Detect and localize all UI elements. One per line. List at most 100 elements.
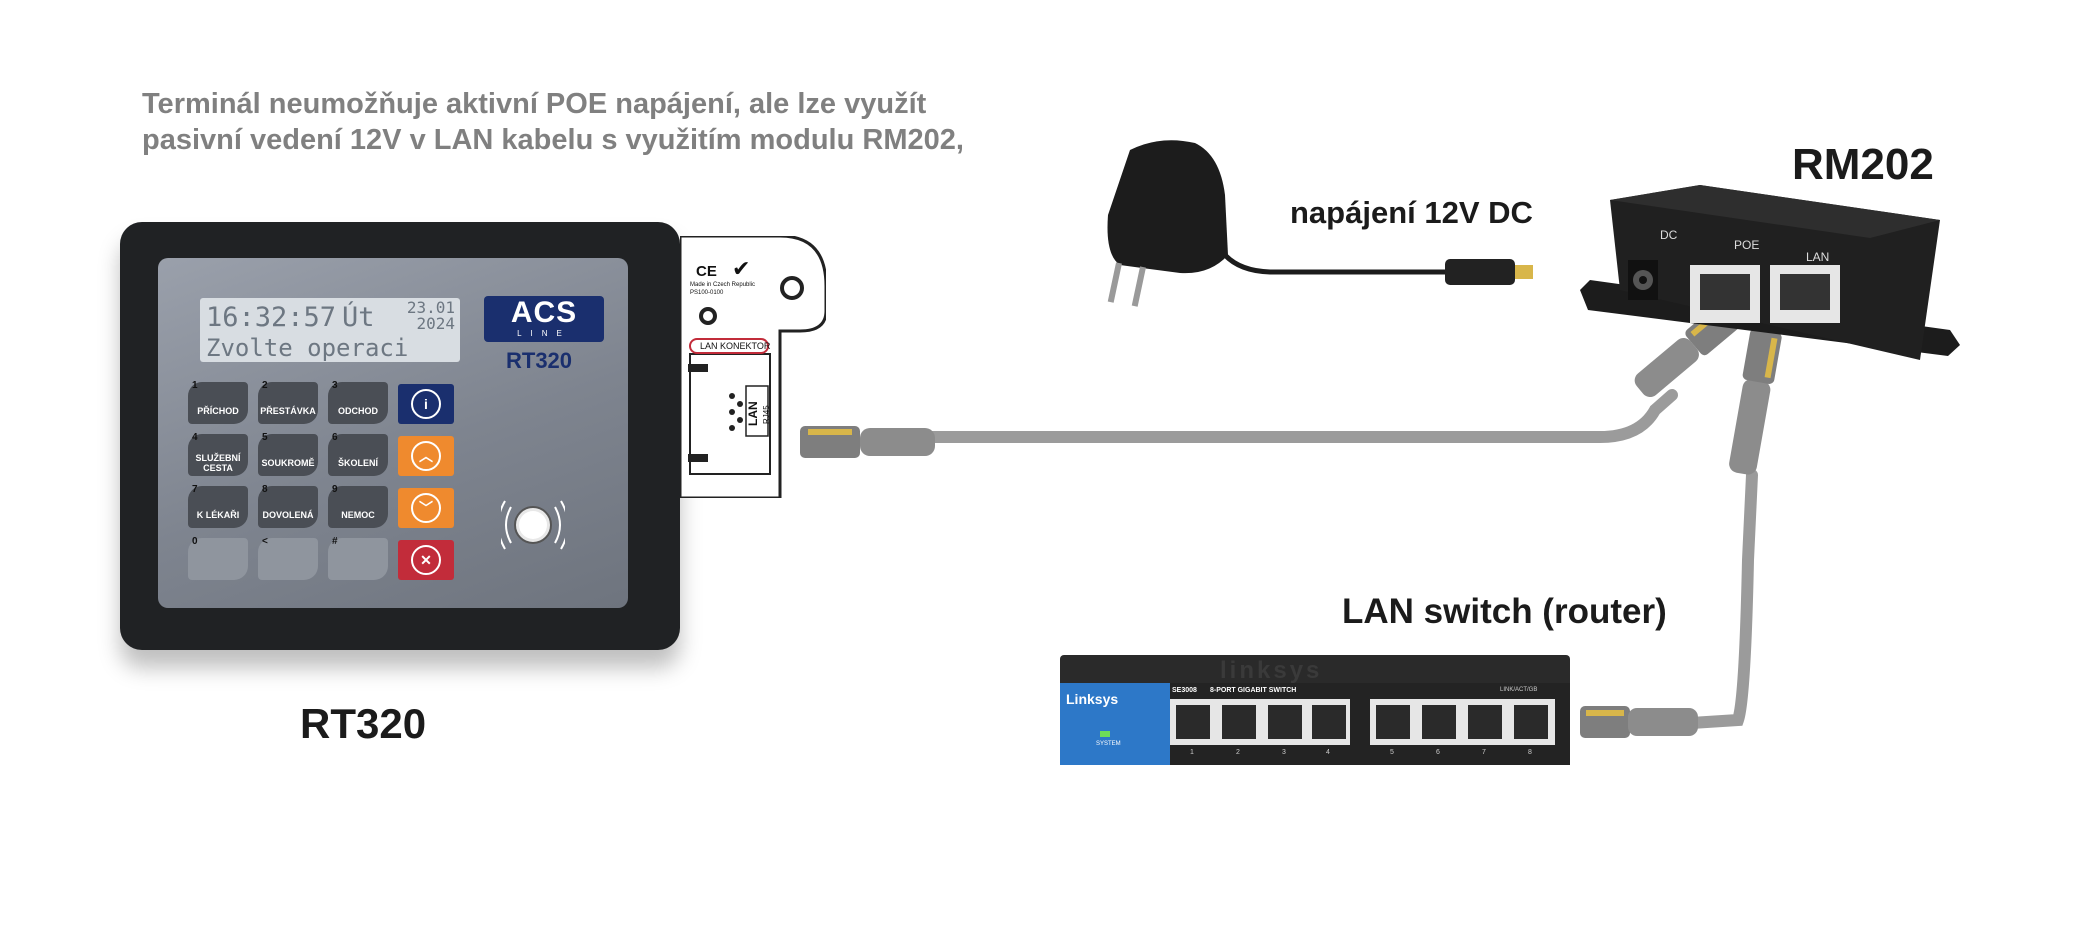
switch-system-label: SYSTEM	[1096, 741, 1121, 747]
acs-logo-sub: LINE	[517, 329, 571, 338]
rj45-plug-switch	[1580, 706, 1698, 738]
port-number: 2	[1236, 749, 1240, 756]
key-number: 2	[262, 380, 268, 391]
port-number: 3	[1282, 749, 1286, 756]
key-0[interactable]: 0	[188, 536, 248, 580]
board-ce-mark: CE	[696, 263, 717, 280]
power-supply-label: napájení 12V DC	[1290, 195, 1533, 230]
key-label: DOVOLENÁ	[262, 510, 314, 520]
cancel-button[interactable]: ✕	[398, 540, 454, 580]
lan-switch: linksys Linksys SYSTEM SE3008 8-PORT GIG…	[1060, 655, 1570, 765]
rfid-reader-icon	[501, 500, 565, 550]
switch-port-1[interactable]	[1176, 705, 1210, 739]
switch-port-2[interactable]	[1222, 705, 1256, 739]
port-number: 5	[1390, 749, 1394, 756]
switch-port-5[interactable]	[1376, 705, 1410, 739]
port-number: 6	[1436, 749, 1440, 756]
key-label: ODCHOD	[338, 406, 378, 416]
lcd-day: Út	[342, 302, 375, 333]
check-icon: ✔	[732, 256, 751, 281]
intro-text: Terminál neumožňuje aktivní POE napájení…	[142, 86, 1122, 158]
rm202-lan-label: LAN	[1806, 250, 1830, 264]
port-number: 8	[1528, 749, 1532, 756]
board-part: PS100-0100	[690, 290, 724, 296]
chevron-down-icon: ﹀	[411, 493, 441, 523]
terminal-model: RT320	[506, 348, 573, 373]
close-icon: ✕	[411, 545, 441, 575]
intro-line-1: Terminál neumožňuje aktivní POE napájení…	[142, 88, 927, 120]
lcd-date-day: 23.01	[406, 298, 455, 317]
key-number: 6	[332, 432, 338, 443]
switch-link-label: LINK/ACT/GB	[1500, 687, 1538, 693]
up-button[interactable]: ︿	[398, 436, 454, 476]
port-number: 4	[1326, 749, 1330, 756]
rj45-plug-rm202-right	[1729, 328, 1782, 475]
key-label: PŘESTÁVKA	[260, 406, 316, 416]
port-number: 7	[1482, 749, 1486, 756]
key-number: 4	[192, 432, 198, 443]
lcd-time: 16:32:57	[206, 302, 337, 333]
key-number: 7	[192, 484, 198, 495]
rt320-label: RT320	[300, 700, 427, 747]
rj45-plug-terminal	[800, 426, 935, 458]
switch-desc: 8-PORT GIGABIT SWITCH	[1210, 687, 1297, 694]
down-button[interactable]: ﹀	[398, 488, 454, 528]
lcd-date-year: 2024	[416, 314, 455, 333]
switch-brand: Linksys	[1066, 691, 1119, 707]
intro-line-2: pasivní vedení 12V v LAN kabelu s využit…	[142, 124, 964, 156]
switch-model: SE3008	[1172, 687, 1197, 694]
switch-port-7[interactable]	[1468, 705, 1502, 739]
acs-logo: ACS LINE	[484, 296, 604, 342]
switch-port-8[interactable]	[1514, 705, 1548, 739]
switch-top-brand: linksys	[1220, 657, 1323, 684]
rm202-module	[1580, 185, 1960, 360]
switch-port-4[interactable]	[1312, 705, 1346, 739]
switch-brand-panel: Linksys SYSTEM	[1060, 683, 1170, 765]
board-port-type: RJ45	[762, 405, 771, 424]
key-hash[interactable]: #	[328, 536, 388, 580]
port-number: 1	[1190, 749, 1194, 756]
power-adapter	[1107, 140, 1533, 307]
info-button[interactable]: i	[398, 384, 454, 424]
board-port-label: LAN	[746, 401, 760, 426]
switch-port-panel: SE3008 8-PORT GIGABIT SWITCH LINK/ACT/GB…	[1170, 683, 1570, 765]
rm202-label: RM202	[1792, 140, 1934, 189]
board-made-in: Made in Czech Republic	[690, 282, 756, 288]
switch-label: LAN switch (router)	[1342, 592, 1667, 631]
key-number: 1	[192, 380, 198, 391]
terminal-back-board	[680, 236, 826, 498]
switch-port-3[interactable]	[1268, 705, 1302, 739]
key-label: PŘÍCHOD	[197, 406, 239, 416]
key-label: K LÉKAŘI	[196, 510, 240, 520]
acs-logo-text: ACS	[510, 296, 578, 329]
key-number: 0	[192, 536, 198, 547]
chevron-up-icon: ︿	[411, 441, 441, 471]
key-back[interactable]: <	[258, 536, 318, 580]
key-label: SOUKROMĚ	[261, 458, 315, 468]
cable-terminal-rm202	[924, 389, 1678, 443]
switch-port-6[interactable]	[1422, 705, 1456, 739]
key-number: <	[262, 536, 268, 547]
rm202-poe-label: POE	[1734, 238, 1760, 252]
key-number: 5	[262, 432, 268, 443]
cable-rm202-switch	[1654, 469, 1758, 731]
info-icon: i	[411, 389, 441, 419]
key-number: 8	[262, 484, 268, 495]
key-number: 9	[332, 484, 338, 495]
key-number: #	[332, 536, 338, 547]
key-label: SLUŽEBNÍ CESTA	[195, 453, 241, 473]
key-label: ŠKOLENÍ	[337, 458, 378, 468]
key-7[interactable]: 7 K LÉKAŘI	[188, 484, 248, 528]
